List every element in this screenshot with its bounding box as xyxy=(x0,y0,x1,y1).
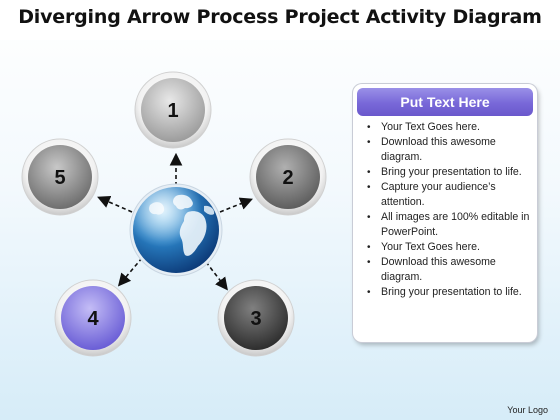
panel-bullet-list: •Your Text Goes here. •Download this awe… xyxy=(365,120,533,300)
node-label-1: 1 xyxy=(167,100,178,122)
node-label-5: 5 xyxy=(54,167,65,189)
list-item-text: All images are 100% editable in PowerPoi… xyxy=(381,211,530,238)
list-item: •Your Text Goes here. xyxy=(367,241,480,253)
node-label-4: 4 xyxy=(87,308,99,330)
list-item: •All images are 100% editable in PowerPo… xyxy=(367,211,530,238)
text-panel: Put Text Here •Your Text Goes here. •Dow… xyxy=(353,84,537,342)
page-title: Diverging Arrow Process Project Activity… xyxy=(18,6,542,28)
arrow-to-node-5 xyxy=(97,195,133,213)
list-item: •Bring your presentation to life. xyxy=(367,166,522,178)
panel-header: Put Text Here xyxy=(357,88,533,116)
node-label-2: 2 xyxy=(282,167,293,189)
process-node-3: 3 xyxy=(217,279,295,357)
list-item-text: Capture your audience’s attention. xyxy=(381,181,496,208)
arrow-to-node-3 xyxy=(205,261,228,291)
list-item-text: Download this awesome diagram. xyxy=(381,136,496,163)
process-node-4: 4 xyxy=(54,279,132,357)
list-item-text: Download this awesome diagram. xyxy=(381,256,496,283)
list-item: •Your Text Goes here. xyxy=(367,121,480,133)
arrow-to-node-2 xyxy=(219,197,253,213)
list-item: •Bring your presentation to life. xyxy=(367,286,522,298)
arrow-to-node-4 xyxy=(117,257,143,287)
title-band xyxy=(0,0,560,40)
list-item: •Capture your audience’s attention. xyxy=(367,181,496,208)
process-node-5: 5 xyxy=(21,138,99,216)
list-item: •Download this awesome diagram. xyxy=(367,136,496,163)
process-node-2: 2 xyxy=(249,138,327,216)
list-item-text: Your Text Goes here. xyxy=(381,121,480,133)
list-item: •Download this awesome diagram. xyxy=(367,256,496,283)
globe-icon xyxy=(129,183,223,277)
node-label-3: 3 xyxy=(250,308,261,330)
list-item-text: Bring your presentation to life. xyxy=(381,166,522,178)
list-item-text: Bring your presentation to life. xyxy=(381,286,522,298)
footer-logo: Your Logo xyxy=(507,405,548,415)
list-item-text: Your Text Goes here. xyxy=(381,241,480,253)
process-node-1: 1 xyxy=(134,71,212,149)
